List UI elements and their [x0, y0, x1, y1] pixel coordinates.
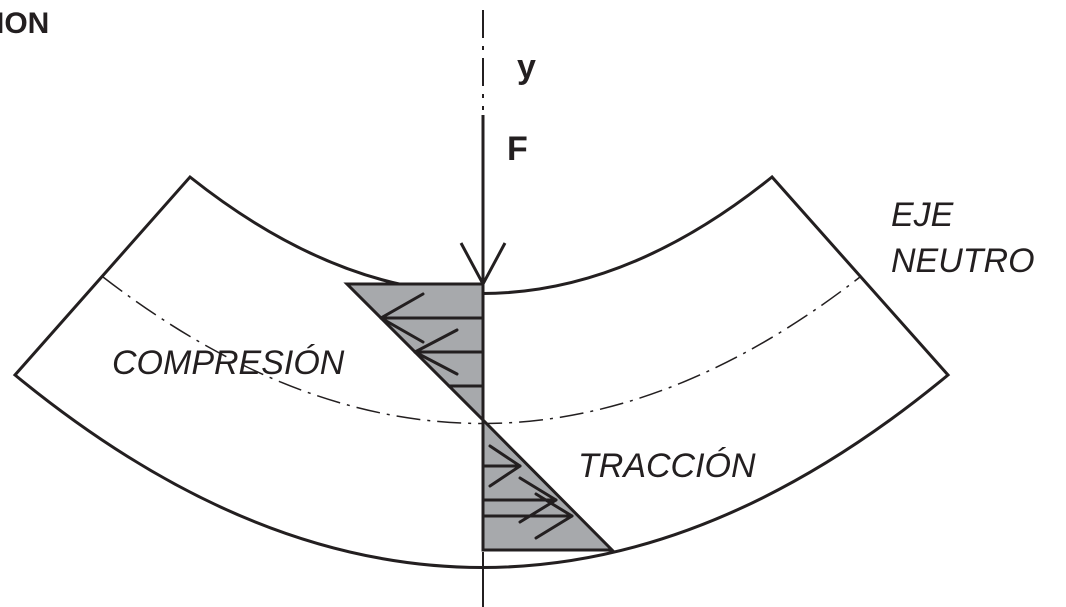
force-label: F	[507, 130, 528, 168]
compression-arrows	[379, 292, 485, 388]
compression-arrowhead-2	[413, 328, 459, 376]
compression-label: COMPRESIÓN	[112, 344, 345, 382]
neutral-axis-label-line2: NEUTRO	[891, 242, 1035, 280]
traction-arrowhead-1	[488, 444, 522, 488]
traction-arrowhead-3	[534, 492, 574, 540]
y-axis-label: y	[517, 48, 536, 86]
traction-arrows	[481, 444, 574, 540]
title-text: ION	[0, 7, 49, 40]
neutral-axis-label-line1: EJE	[891, 196, 954, 234]
traction-label: TRACCIÓN	[578, 447, 756, 485]
compression-arrowhead-1	[379, 292, 425, 344]
